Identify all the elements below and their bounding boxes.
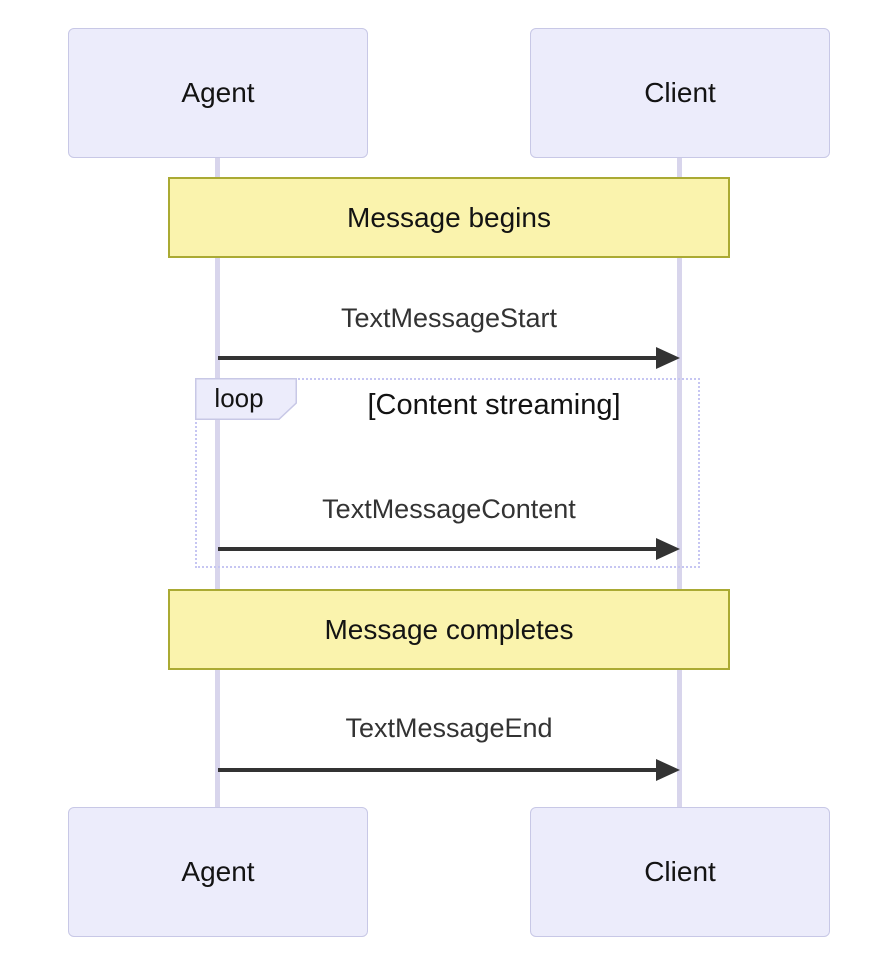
actor-agent-bottom-label: Agent: [181, 856, 255, 887]
message-label-textmessagestart: TextMessageStart: [340, 303, 558, 333]
actor-client-top-label: Client: [644, 77, 716, 108]
actor-client-top: Client: [530, 28, 830, 158]
arrow-shaft: [218, 547, 658, 551]
arrow-textmessagecontent: [218, 538, 680, 560]
lifeline-client: [677, 157, 682, 807]
arrow-textmessageend: [218, 759, 680, 781]
note-message-completes: Message completes: [168, 589, 730, 670]
lifeline-agent: [215, 157, 220, 807]
loop-label-badge: loop: [195, 378, 297, 420]
loop-label-shape: [195, 378, 297, 420]
message-label-textmessagecontent: TextMessageContent: [322, 494, 576, 524]
message-label-textmessageend: TextMessageEnd: [345, 713, 553, 743]
arrow-shaft: [218, 768, 658, 772]
note-message-completes-text: Message completes: [324, 613, 574, 645]
arrow-shaft: [218, 356, 658, 360]
note-message-begins: Message begins: [168, 177, 730, 258]
arrow-textmessagestart: [218, 347, 680, 369]
actor-client-bottom: Client: [530, 807, 830, 937]
loop-keyword: loop: [214, 382, 264, 413]
note-message-begins-text: Message begins: [347, 201, 551, 233]
actor-agent-top-label: Agent: [181, 77, 255, 108]
arrowhead-icon: [656, 538, 680, 560]
arrowhead-icon: [656, 347, 680, 369]
loop-frame: [195, 378, 700, 568]
actor-agent-bottom: Agent: [68, 807, 368, 937]
actor-client-bottom-label: Client: [644, 856, 716, 887]
arrowhead-icon: [656, 759, 680, 781]
loop-guard-text: [Content streaming]: [367, 389, 621, 421]
actor-agent-top: Agent: [68, 28, 368, 158]
